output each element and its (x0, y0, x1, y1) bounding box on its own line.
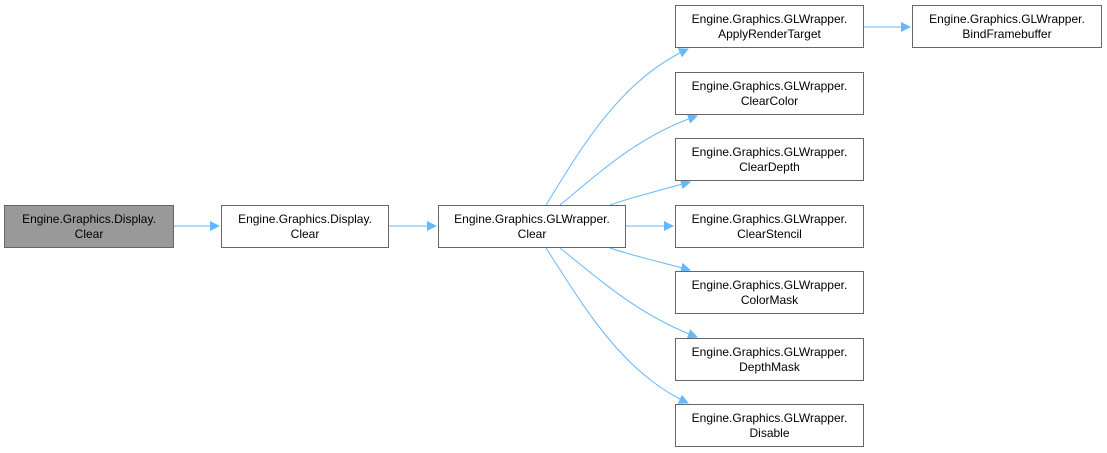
edge-n3-n4 (545, 48, 689, 206)
node-label-line1: Engine.Graphics.GLWrapper. (454, 211, 610, 226)
node-label-line2: Clear (290, 226, 320, 241)
node-label-line2: ApplyRenderTarget (718, 26, 821, 41)
node-label-line2: ColorMask (740, 292, 799, 307)
edge-n3-n10 (559, 247, 698, 339)
graph-node-colormask[interactable]: Engine.Graphics.GLWrapper.ColorMask (675, 271, 864, 314)
node-label-line2: Clear (74, 226, 104, 241)
graph-node-clearstencil[interactable]: Engine.Graphics.GLWrapper.ClearStencil (675, 205, 864, 248)
node-label-line1: Engine.Graphics.GLWrapper. (691, 211, 848, 226)
node-label-line1: Engine.Graphics.GLWrapper. (691, 11, 848, 26)
graph-node-disable[interactable]: Engine.Graphics.GLWrapper.Disable (675, 404, 864, 447)
edge-n3-n7 (609, 179, 691, 206)
graph-node-clearcolor[interactable]: Engine.Graphics.GLWrapper.ClearColor (675, 72, 864, 115)
graph-node-clear[interactable]: Engine.Graphics.Display.Clear (221, 205, 389, 248)
node-label-line1: Engine.Graphics.GLWrapper. (691, 144, 848, 159)
node-label-line2: Disable (749, 425, 790, 440)
graph-node-bindframebuffer[interactable]: Engine.Graphics.GLWrapper.BindFramebuffe… (912, 5, 1102, 48)
edge-n3-n6 (559, 114, 698, 206)
node-label-line1: Engine.Graphics.GLWrapper. (929, 11, 1085, 26)
node-label-line1: Engine.Graphics.GLWrapper. (691, 78, 848, 93)
node-label-line2: ClearDepth (739, 159, 800, 174)
edge-n3-n9 (609, 247, 691, 273)
node-label-line2: ClearColor (740, 93, 799, 108)
node-label-line2: ClearStencil (737, 226, 802, 241)
node-label-line2: Clear (517, 226, 547, 241)
node-label-line1: Engine.Graphics.GLWrapper. (691, 410, 848, 425)
graph-node-cleardepth[interactable]: Engine.Graphics.GLWrapper.ClearDepth (675, 138, 864, 181)
graph-node-depthmask[interactable]: Engine.Graphics.GLWrapper.DepthMask (675, 338, 864, 381)
node-label-line2: DepthMask (739, 359, 800, 374)
graph-node-clear[interactable]: Engine.Graphics.Display.Clear (4, 205, 174, 248)
graph-node-clear[interactable]: Engine.Graphics.GLWrapper.Clear (438, 205, 626, 248)
node-label-line1: Engine.Graphics.GLWrapper. (691, 277, 848, 292)
graph-node-applyrendertarget[interactable]: Engine.Graphics.GLWrapper.ApplyRenderTar… (675, 5, 864, 48)
node-label-line2: BindFramebuffer (962, 26, 1052, 41)
edge-n3-n11 (545, 247, 689, 404)
node-label-line1: Engine.Graphics.Display. (22, 211, 156, 226)
node-label-line1: Engine.Graphics.GLWrapper. (691, 344, 848, 359)
node-label-line1: Engine.Graphics.Display. (238, 211, 372, 226)
